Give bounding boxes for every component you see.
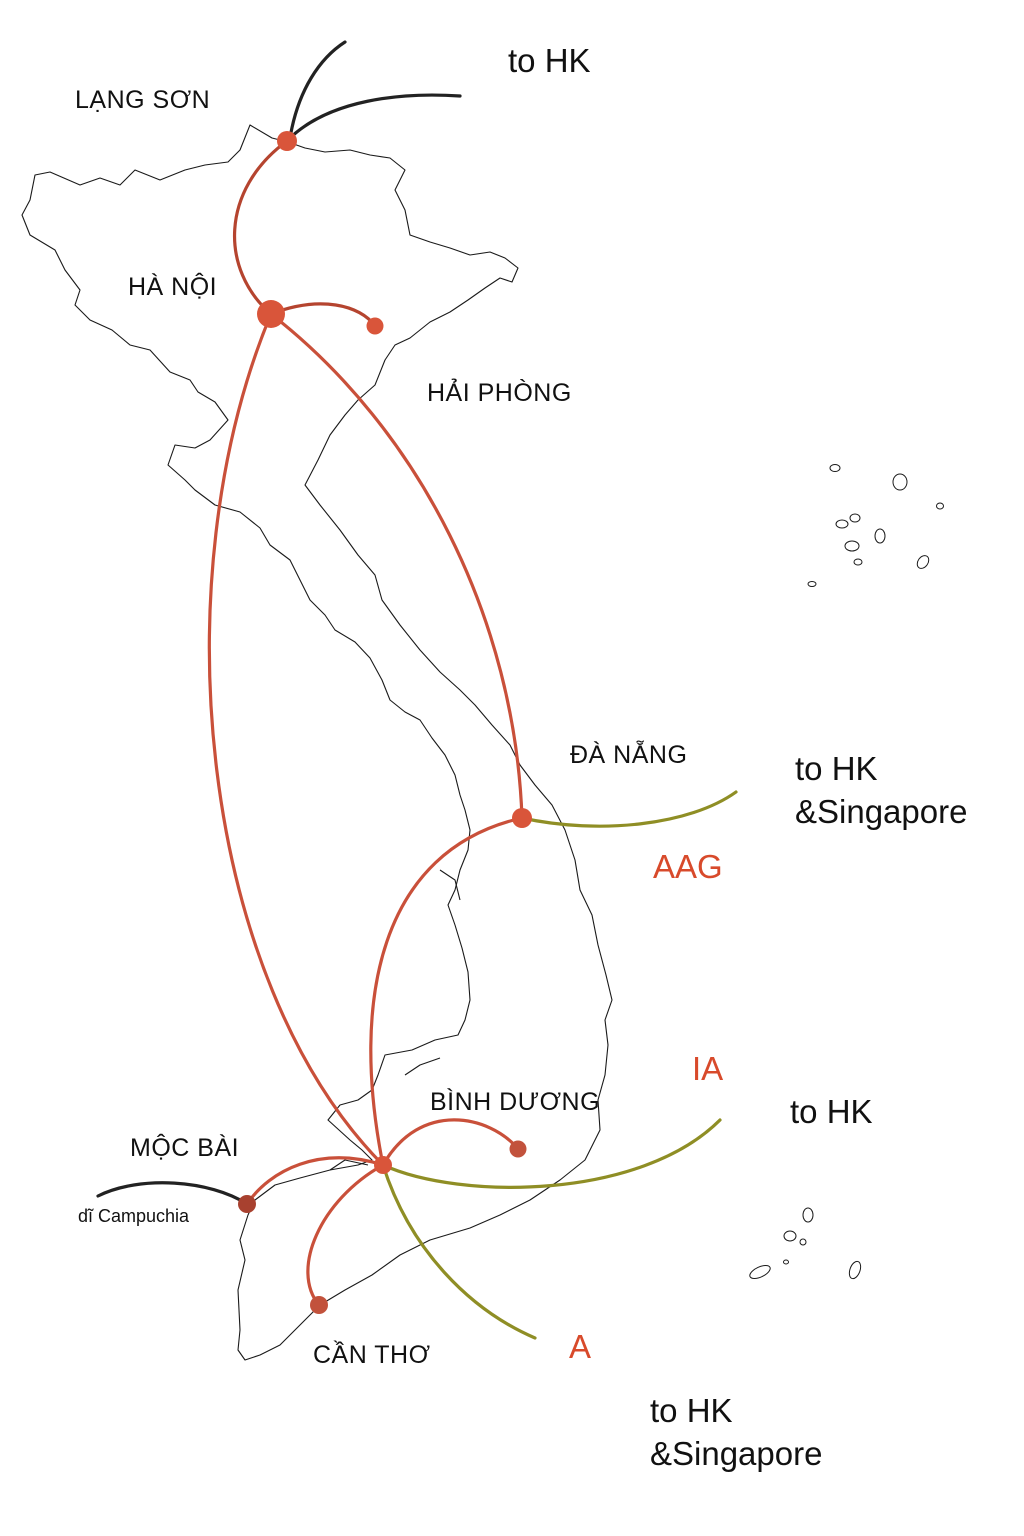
label-hai-phong: HẢI PHÒNG [427, 379, 572, 407]
node-hai-phong [366, 317, 384, 335]
route-ha-noi-da-nang [269, 312, 524, 820]
spratly-islands [749, 1207, 862, 1280]
node-can-tho [310, 1296, 328, 1314]
label-ha-noi: HÀ NỘI [128, 273, 218, 301]
label-dest-da-nang-1: to HK [795, 750, 878, 787]
label-dest-south-2: &Singapore [650, 1435, 823, 1472]
inland-border [329, 869, 461, 1171]
label-dest-south-1: to HK [650, 1392, 733, 1429]
route-ha-noi-hai-phong [269, 302, 377, 328]
node-hcm [374, 1156, 392, 1174]
label-dest-north: to HK [508, 42, 591, 79]
route-hcm-binh-duong [381, 1118, 520, 1167]
route-aag-da-nang [520, 790, 738, 828]
route-hcm-moc-bai [245, 1156, 385, 1206]
label-can-tho: CẦN THƠ [313, 1341, 431, 1369]
label-dest-ia: to HK [790, 1093, 873, 1130]
route-ha-noi-hcm [207, 312, 385, 1167]
vietnam-coastline [21, 124, 613, 1361]
label-cable-ia: IA [692, 1050, 724, 1087]
node-da-nang [512, 808, 532, 828]
paracel-islands [807, 464, 944, 587]
label-lang-son: LẠNG SƠN [75, 86, 211, 114]
label-dest-da-nang-2: &Singapore [795, 793, 968, 830]
route-lang-son-north-1 [288, 40, 347, 140]
route-da-nang-hcm [369, 816, 524, 1167]
route-moc-bai-cambodia [96, 1181, 249, 1206]
route-hcm-can-tho [306, 1163, 385, 1307]
route-lang-son-ha-noi [233, 139, 289, 316]
label-cable-aag: AAG [653, 848, 723, 885]
node-binh-duong [509, 1140, 527, 1158]
label-moc-bai: MỘC BÀI [130, 1134, 240, 1162]
label-da-nang: ĐÀ NẴNG [570, 741, 688, 769]
route-lang-son-north-2 [288, 93, 462, 140]
node-ha-noi [257, 300, 285, 328]
route-a [381, 1163, 537, 1340]
label-binh-duong: BÌNH DƯƠNG [430, 1088, 601, 1116]
node-lang-son [277, 131, 297, 151]
label-cable-a: A [569, 1328, 592, 1365]
node-moc-bai [238, 1195, 256, 1213]
route-ia [381, 1118, 722, 1189]
label-dest-cambodia: dĩ Campuchia [78, 1206, 190, 1226]
